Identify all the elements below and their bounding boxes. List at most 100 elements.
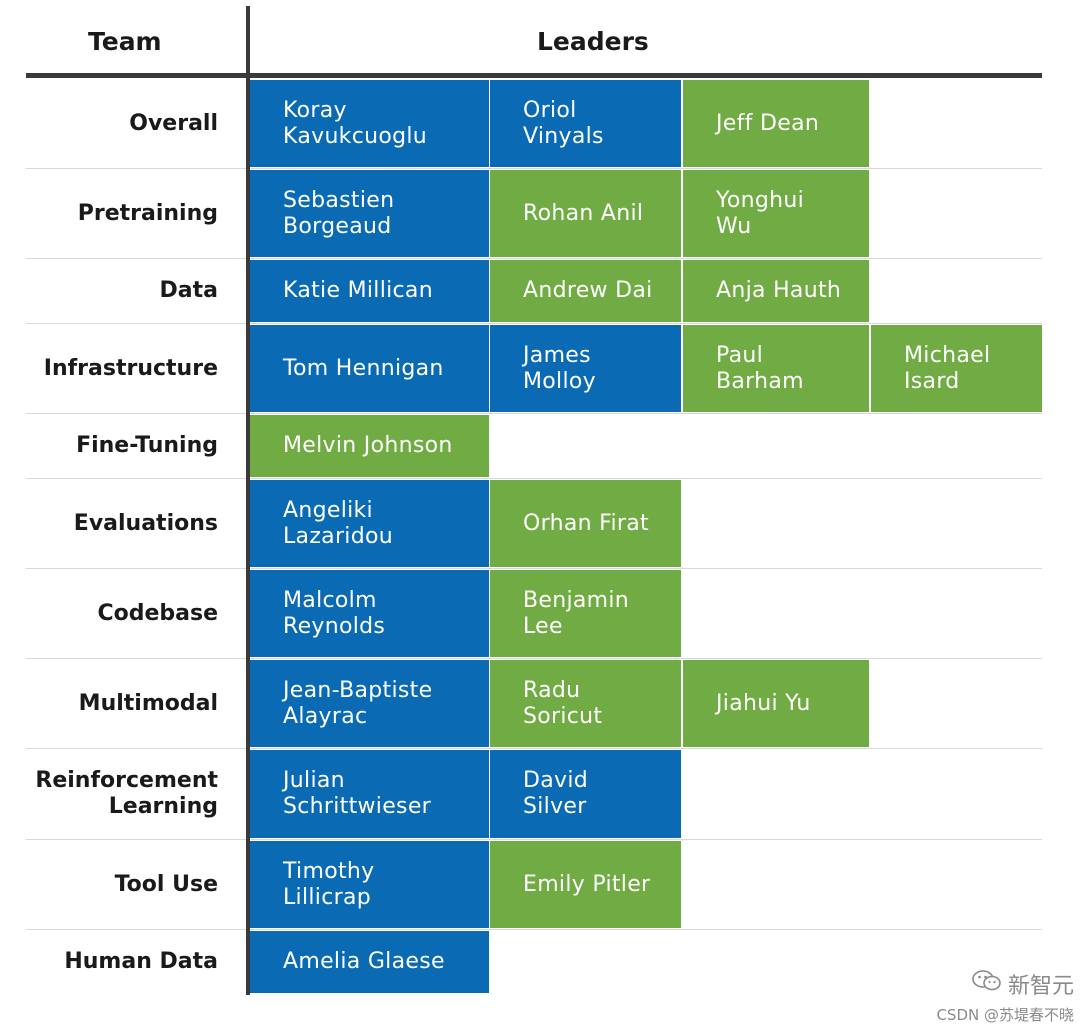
leader-cell: Amelia Glaese [250,931,489,993]
row-separator [26,323,1042,324]
leader-name: Alayrac [283,703,368,729]
team-label-line: Evaluations [73,510,218,536]
leader-cell: Tom Hennigan [250,325,489,412]
leaders-column-header: Leaders [537,27,649,56]
leader-name: Rohan Anil [523,200,644,226]
leader-name: Jean-Baptiste [283,677,433,703]
row-separator [26,413,1042,414]
row-separator [26,929,1042,930]
team-label: Pretraining [26,170,218,257]
leader-cell: Katie Millican [250,260,489,322]
team-label-line: Human Data [64,949,218,974]
team-label: Fine-Tuning [26,415,218,477]
watermark-author: CSDN @苏堤春不晓 [936,1006,1074,1024]
leader-name: Orhan Firat [523,510,649,536]
team-label-line: Infrastructure [43,355,218,381]
leader-name: Radu [523,677,581,703]
leader-name: Schrittwieser [283,794,431,819]
team-label: Evaluations [26,480,218,567]
leader-name: Jiahui Yu [716,690,811,716]
leader-name: Malcolm [283,587,377,613]
leader-cell: Jiahui Yu [683,660,869,747]
team-label: Multimodal [26,660,218,747]
leader-name: Angeliki [283,497,373,523]
leader-name: Timothy [283,858,375,884]
leader-cell: Andrew Dai [490,260,681,322]
leader-name: Borgeaud [283,213,392,239]
row-separator [26,658,1042,659]
row-separator [26,748,1042,749]
leader-name: Vinyals [523,123,604,149]
team-label: Codebase [26,570,218,657]
leader-name: Yonghui [716,187,804,213]
leader-name: Paul [716,342,764,368]
row-separator [26,258,1042,259]
team-label-line: Pretraining [77,200,218,226]
leader-name: Anja Hauth [716,278,842,303]
team-label: Tool Use [26,841,218,928]
leader-name: James [523,342,591,368]
team-label: Infrastructure [26,325,218,412]
leader-name: Emily Pitler [523,871,651,897]
header-rule [26,73,1042,78]
leader-name: Jeff Dean [716,110,820,136]
leader-name: Isard [904,368,960,394]
team-label-line: Multimodal [78,690,218,716]
leader-cell: Melvin Johnson [250,415,489,477]
leader-name: Amelia Glaese [283,949,445,974]
leader-name: Lee [523,613,563,639]
leader-name: Julian [283,768,345,793]
team-label-line: Tool Use [114,871,218,897]
leader-name: Oriol [523,97,577,123]
watermark-brand: 新智元 [1007,974,1074,999]
leader-name: Melvin Johnson [283,433,453,458]
column-divider [246,6,250,995]
leader-name: Soricut [523,703,603,729]
leader-name: Kavukcuoglu [283,123,428,149]
team-label: Human Data [26,931,218,993]
team-label: Overall [26,80,218,167]
row-separator [26,839,1042,840]
leader-name: Michael [904,342,991,368]
leader-name: Lillicrap [283,884,371,910]
leader-cell: Rohan Anil [490,170,681,257]
leader-name: Lazaridou [283,523,393,549]
leader-name: Benjamin [523,587,630,613]
leader-name: Tom Hennigan [283,355,444,381]
leader-cell: Jeff Dean [683,80,869,167]
leader-name: Katie Millican [283,278,433,303]
leader-cell: Emily Pitler [490,841,681,928]
team-label-line: Learning [108,794,218,819]
row-separator [26,478,1042,479]
team-label-line: Fine-Tuning [76,433,218,458]
leader-name: Wu [716,213,752,239]
team-column-header: Team [88,27,162,56]
leader-cell: Orhan Firat [490,480,681,567]
leader-name: Sebastien [283,187,395,213]
leader-name: Silver [523,794,587,819]
watermark: 新智元 CSDN @苏堤春不晓 [936,968,1074,1025]
leader-name: Molloy [523,368,596,394]
leader-name: Koray [283,97,347,123]
team-label: Data [26,260,218,322]
row-separator [26,168,1042,169]
leader-name: David [523,768,589,793]
team-label-line: Reinforcement [35,768,218,793]
team-label-line: Codebase [97,600,218,626]
row-separator [26,568,1042,569]
leader-name: Reynolds [283,613,386,639]
